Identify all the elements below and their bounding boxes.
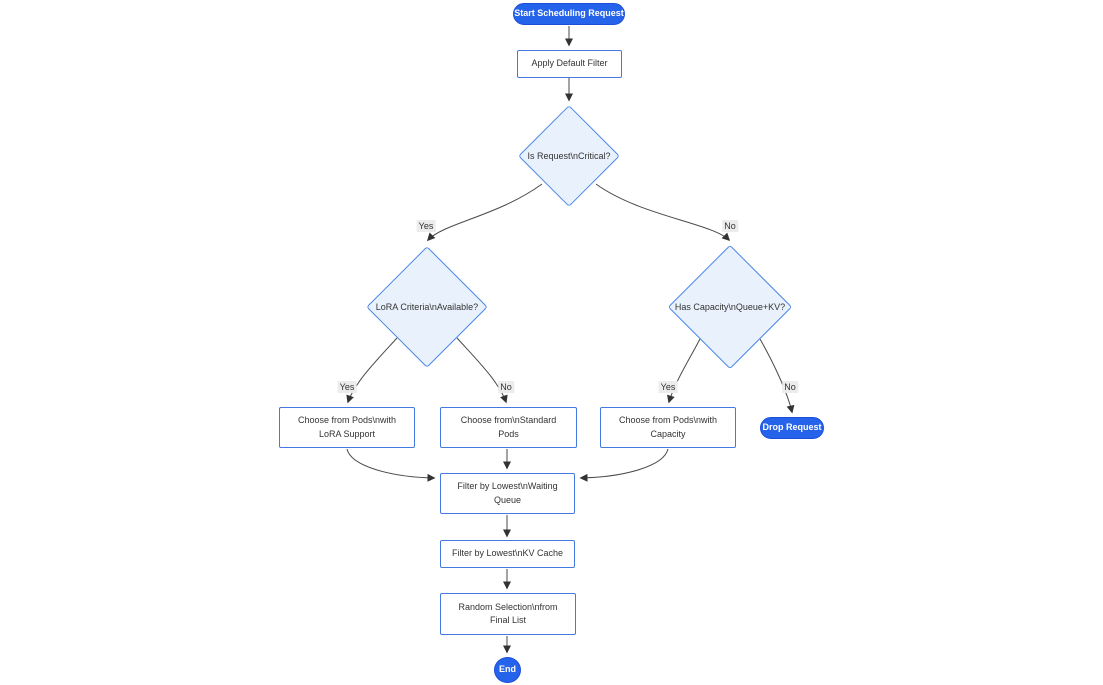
node-lora-criteria-available-label: LoRA Criteria\nAvailable?: [375, 302, 479, 312]
edge-lora-yes-to-choose-lora: [346, 337, 398, 404]
edge-capacity-yes-to-choose-capacity: [667, 338, 701, 404]
edge-label-capacity-no: No: [782, 381, 798, 393]
node-end-label: End: [499, 664, 516, 675]
edge-choose-lora-to-filter-queue: [346, 448, 436, 482]
node-lora-criteria-available: LoRA Criteria\nAvailable?: [366, 246, 488, 368]
edge-label-lora-yes: Yes: [337, 381, 357, 393]
node-choose-pods-capacity: Choose from Pods\nwith Capacity: [600, 407, 736, 448]
edge-capacity-no-to-drop-request: [759, 338, 795, 414]
node-apply-default-filter: Apply Default Filter: [517, 50, 622, 78]
node-has-capacity: Has Capacity\nQueue+KV?: [667, 244, 793, 370]
edge-lora-no-to-choose-standard: [456, 337, 508, 404]
node-apply-default-filter-label: Apply Default Filter: [531, 58, 608, 69]
node-has-capacity-label: Has Capacity\nQueue+KV?: [674, 302, 786, 312]
node-random-selection-final-list: Random Selection\nfrom Final List: [440, 593, 576, 635]
edge-label-text: Yes: [660, 382, 676, 392]
edge-label-text: No: [724, 221, 736, 231]
node-choose-standard-pods: Choose from\nStandard Pods: [440, 407, 577, 448]
node-filter-lowest-kv-cache: Filter by Lowest\nKV Cache: [440, 540, 575, 568]
node-is-request-critical: Is Request\nCritical?: [518, 105, 620, 207]
node-random-selection-final-list-label: Random Selection\nfrom Final List: [458, 601, 558, 625]
node-choose-pods-lora-support: Choose from Pods\nwith LoRA Support: [279, 407, 415, 448]
node-drop-request-label: Drop Request: [762, 422, 822, 433]
node-filter-lowest-waiting-queue-label: Filter by Lowest\nWaiting Queue: [457, 481, 558, 505]
edge-label-text: Yes: [339, 382, 355, 392]
node-filter-lowest-kv-cache-label: Filter by Lowest\nKV Cache: [451, 548, 564, 559]
node-choose-pods-lora-support-label: Choose from Pods\nwith LoRA Support: [297, 415, 397, 439]
node-choose-pods-capacity-label: Choose from Pods\nwith Capacity: [618, 415, 718, 439]
edge-is-critical-yes-to-lora: [426, 183, 543, 242]
node-is-request-critical-label: Is Request\nCritical?: [527, 151, 611, 161]
edge-label-lora-no: No: [498, 381, 514, 393]
edge-label-capacity-yes: Yes: [658, 381, 678, 393]
node-start-label: Start Scheduling Request: [514, 8, 624, 19]
edge-is-critical-no-to-capacity: [595, 183, 731, 242]
node-filter-lowest-waiting-queue: Filter by Lowest\nWaiting Queue: [440, 473, 575, 514]
edge-label-critical-yes: Yes: [416, 220, 436, 232]
node-end: End: [494, 657, 521, 683]
node-drop-request: Drop Request: [760, 417, 824, 439]
node-start: Start Scheduling Request: [513, 3, 625, 25]
edge-label-text: Yes: [418, 221, 434, 231]
edge-label-critical-no: No: [722, 220, 738, 232]
edge-choose-capacity-to-filter-queue: [579, 448, 669, 482]
edge-label-text: No: [500, 382, 512, 392]
edge-label-text: No: [784, 382, 796, 392]
node-choose-standard-pods-label: Choose from\nStandard Pods: [460, 415, 557, 439]
